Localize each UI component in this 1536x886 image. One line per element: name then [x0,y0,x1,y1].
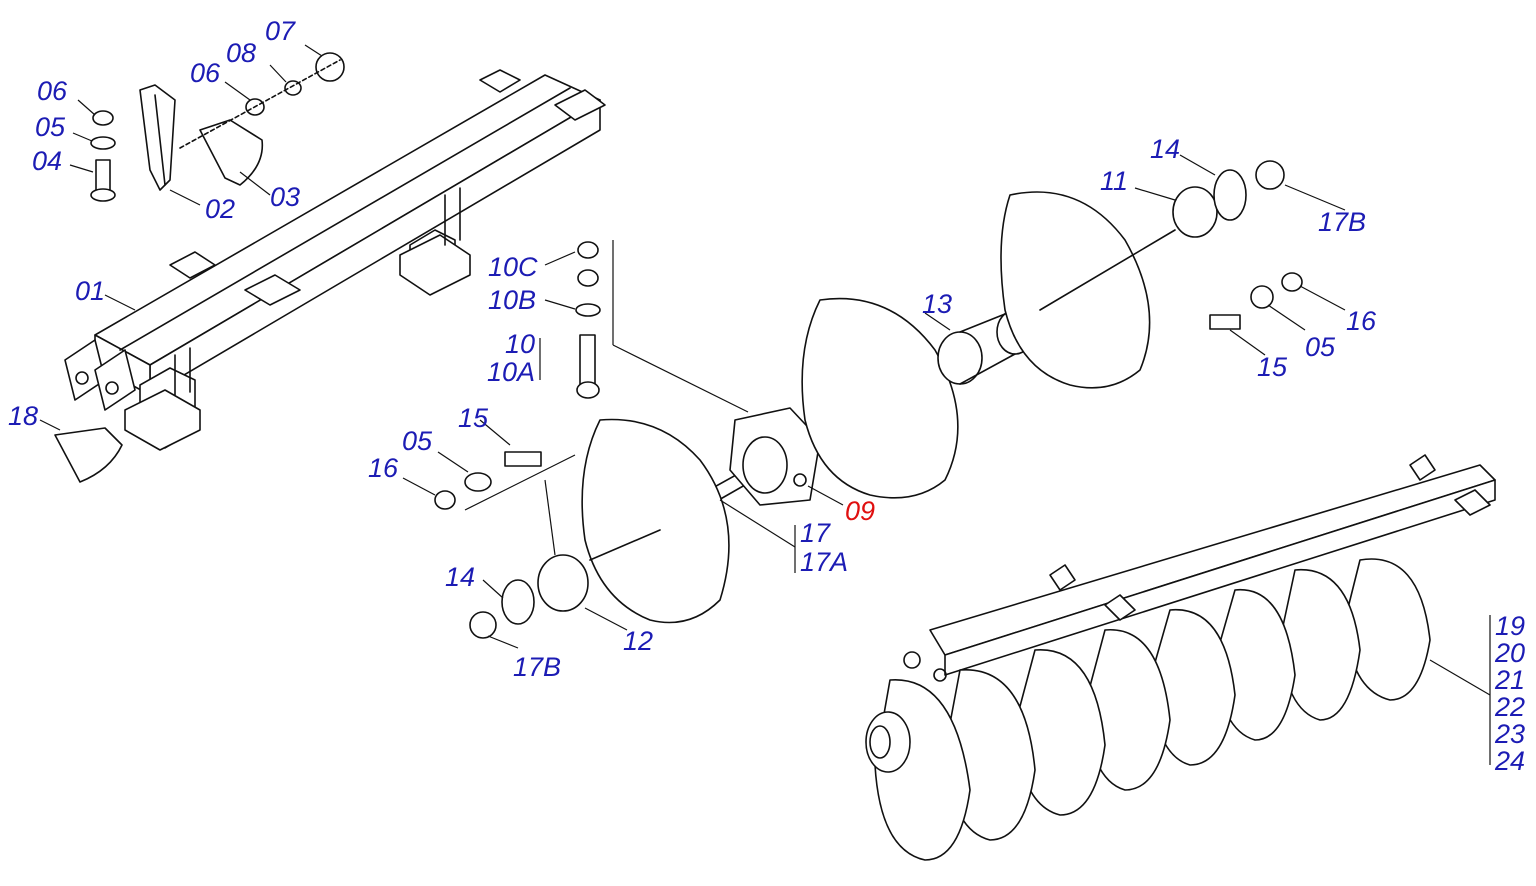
callout-05-rear: 05 [1305,332,1336,362]
callout-07: 07 [265,16,296,46]
spool-spacer [937,309,1034,385]
callout-12: 12 [623,626,653,656]
disc-blade-rear [1000,191,1176,389]
vertical-bolt-stack [575,241,601,399]
callout-10b: 10B [488,285,536,315]
callout-17b-front: 17B [513,652,561,682]
callout-22: 22 [1494,692,1525,722]
assembled-disc-gang [865,454,1496,861]
part-callouts: 07 08 06 06 05 04 02 03 01 18 10C 10B 10… [8,16,1525,776]
callout-05-left: 05 [35,112,66,142]
callout-15-front: 15 [458,403,489,433]
bolt-nut-front [434,451,542,510]
callout-13: 13 [922,289,952,319]
disc-blade-front [581,418,730,624]
bearing-housing [699,394,886,506]
callout-08: 08 [226,38,256,68]
scraper-blade [199,119,264,186]
callout-06-top: 06 [190,58,221,88]
callout-15-rear: 15 [1257,352,1288,382]
callout-16-rear: 16 [1346,306,1377,336]
callout-17a: 17A [800,547,848,577]
callout-03: 03 [270,182,300,212]
callout-23: 23 [1494,719,1525,749]
callout-19: 19 [1495,611,1525,641]
bolt-nut-rear [1209,272,1303,330]
callout-05-front: 05 [402,426,433,456]
callout-21: 21 [1494,665,1525,695]
callout-01: 01 [75,276,105,306]
callout-10c: 10C [488,252,538,282]
callout-10: 10 [505,329,535,359]
callout-16-front: 16 [368,453,399,483]
callout-17: 17 [800,518,831,548]
callout-09: 09 [845,496,875,526]
knob-nut-washer [179,52,345,149]
bearing-flange-front [469,554,589,639]
callout-04: 04 [32,146,62,176]
callout-24: 24 [1494,746,1525,776]
callout-14-front: 14 [445,562,475,592]
callout-11: 11 [1100,166,1128,196]
callout-10a: 10A [487,357,535,387]
callout-17b-rear: 17B [1318,207,1366,237]
callout-02: 02 [205,194,235,224]
disc-blade-middle [801,297,959,499]
callout-20: 20 [1494,638,1525,668]
bolt-stack-left [90,110,116,202]
scraper-plate-18 [54,427,123,483]
leader-lines [39,44,1491,765]
callout-06-left: 06 [37,76,68,106]
frame-beam [64,69,606,451]
callout-18: 18 [8,401,38,431]
bearing-flange-rear [1172,160,1285,238]
callout-14-rear: 14 [1150,134,1180,164]
scraper-bracket [139,84,176,191]
